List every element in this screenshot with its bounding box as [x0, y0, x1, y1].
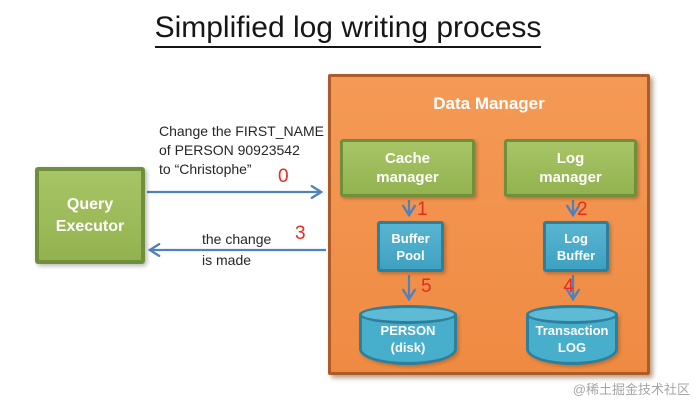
- cylinder-top: [526, 305, 618, 324]
- cache-manager-label-line2: manager: [376, 169, 439, 186]
- page-title: Simplified log writing process: [0, 11, 696, 48]
- query-executor-label-line1: Query: [66, 195, 114, 213]
- watermark: @稀土掘金技术社区: [572, 382, 690, 397]
- request-message-line1: Change the FIRST_NAME: [159, 123, 324, 139]
- node-buffer-pool: Buffer Pool: [377, 221, 444, 272]
- cache-manager-label-line1: Cache: [384, 150, 431, 167]
- response-message-label: the change is made: [202, 229, 271, 271]
- step-number-0: 0: [278, 166, 289, 187]
- data-manager-title: Data Manager: [433, 94, 545, 113]
- transaction-log-label: Transaction LOG: [526, 305, 618, 365]
- request-message-label: Change the FIRST_NAME of PERSON 90923542…: [159, 122, 324, 179]
- node-log-manager: Log manager: [504, 139, 637, 197]
- response-message-line2: is made: [202, 252, 252, 268]
- step-number-4: 4: [563, 276, 574, 297]
- person-disk-label: PERSON (disk): [359, 305, 457, 365]
- request-message-line2: of PERSON 90923542: [159, 142, 300, 158]
- node-person-disk: PERSON (disk): [359, 305, 457, 365]
- transaction-log-label-line2: LOG: [557, 339, 587, 355]
- request-message-line3: to “Christophe”: [159, 161, 252, 177]
- query-executor-label-line2: Executor: [55, 217, 125, 235]
- log-manager-label-line2: manager: [539, 169, 602, 186]
- node-cache-manager: Cache manager: [340, 139, 475, 197]
- step-number-3: 3: [295, 223, 306, 244]
- person-disk-label-line2: (disk): [390, 339, 426, 355]
- step-number-1: 1: [417, 199, 428, 220]
- cylinder-top: [359, 305, 457, 324]
- step-number-5: 5: [421, 276, 432, 297]
- log-manager-label-line1: Log: [556, 150, 585, 167]
- node-query-executor: Query Executor: [35, 167, 145, 264]
- node-log-buffer: Log Buffer: [543, 221, 609, 272]
- response-message-line1: the change: [202, 231, 272, 247]
- log-buffer-label-line1: Log: [564, 230, 588, 246]
- person-disk-label-line1: PERSON: [380, 322, 436, 338]
- log-buffer-label-line2: Buffer: [556, 247, 596, 263]
- transaction-log-label-line1: Transaction: [535, 322, 609, 338]
- buffer-pool-label-line1: Buffer: [391, 230, 430, 246]
- node-transaction-log: Transaction LOG: [526, 305, 618, 365]
- step-number-2: 2: [577, 199, 588, 220]
- buffer-pool-label-line2: Pool: [396, 247, 425, 263]
- page-title-text: Simplified log writing process: [154, 11, 542, 48]
